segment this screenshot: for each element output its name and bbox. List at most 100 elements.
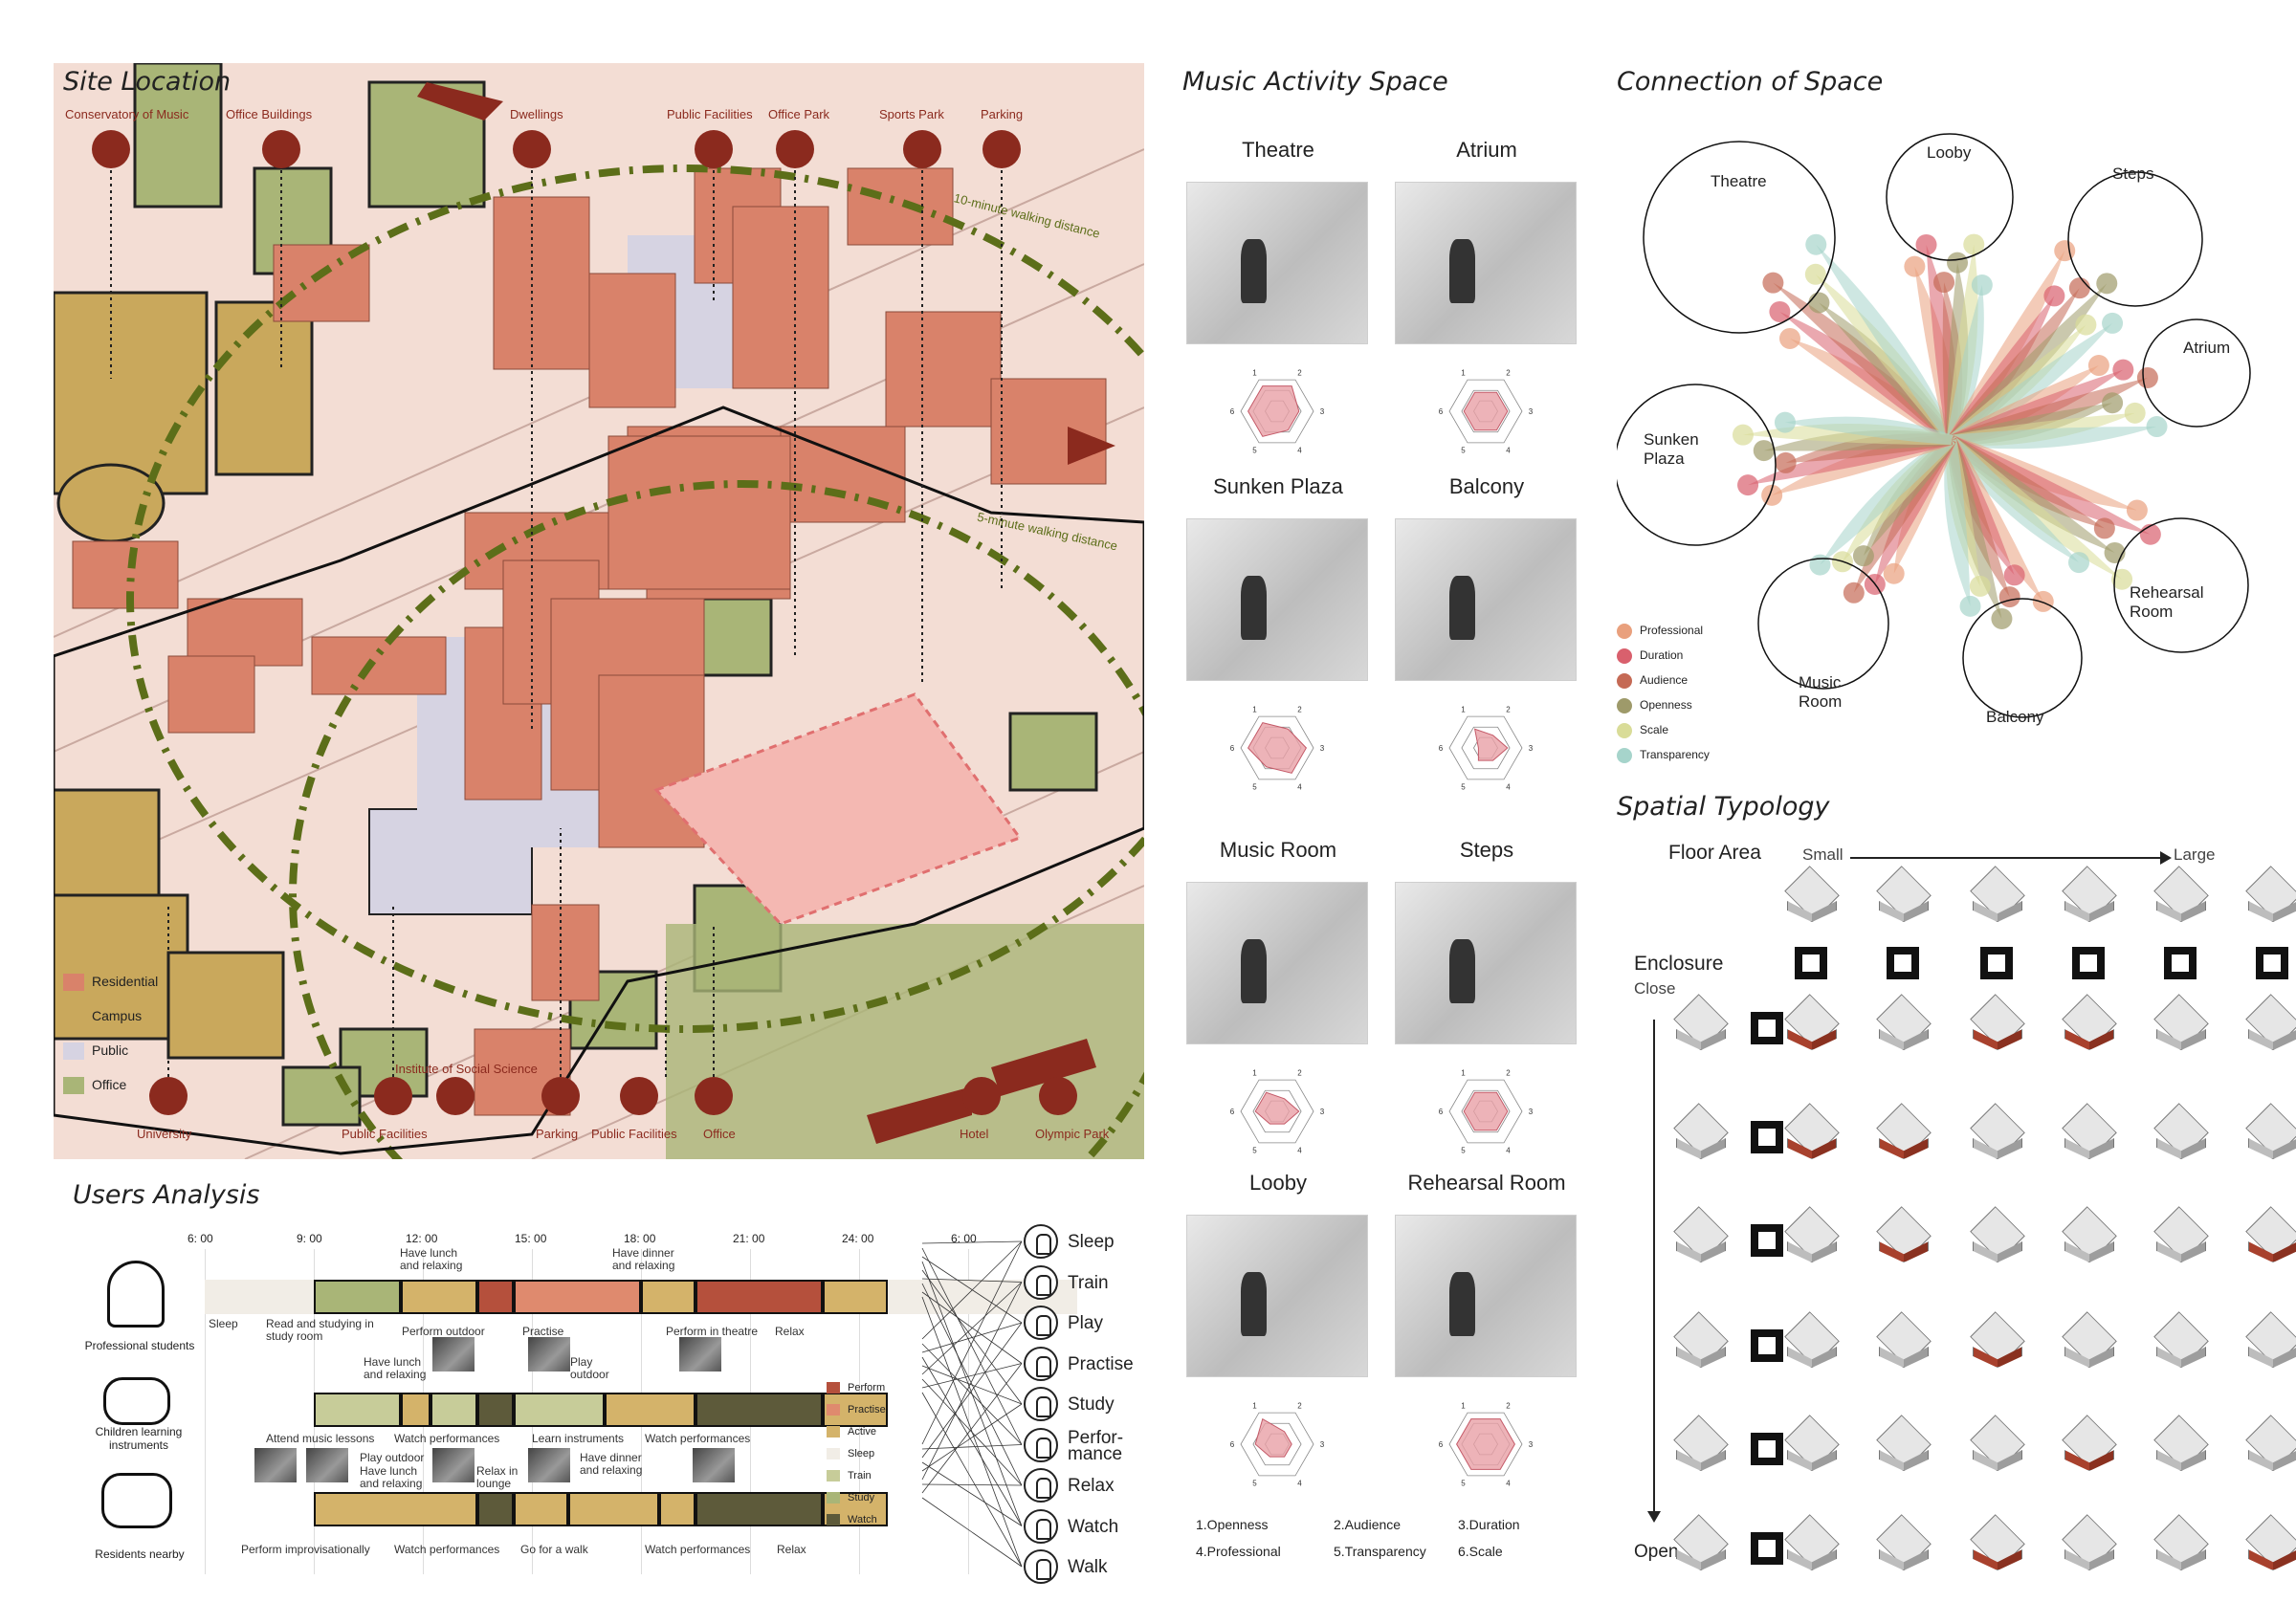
connection-petal-tip — [2093, 517, 2115, 539]
activity-link-line — [921, 1291, 1023, 1364]
site-label-conservatory: Conservatory of Music — [65, 107, 189, 121]
typology-cell — [2062, 1206, 2117, 1266]
typology-cell — [2245, 1103, 2296, 1163]
radar-legend-item: 6.Scale — [1458, 1544, 1503, 1559]
activity-links — [921, 1240, 1023, 1568]
timeline-activity-label: Practise — [522, 1325, 564, 1338]
typology-row-plan — [1751, 1121, 1783, 1153]
site-label-institute: Institute of Social Science — [395, 1062, 538, 1076]
site-label-olympic-park: Olympic Park — [1035, 1127, 1110, 1141]
radar-data-polygon — [1456, 1418, 1515, 1470]
connection-petal-tip — [1843, 582, 1865, 604]
space-title-balcony: Balcony — [1448, 474, 1525, 498]
radar-legend-item: 3.Duration — [1458, 1517, 1520, 1532]
site-label-university: University — [137, 1127, 192, 1141]
enclosure-arrow-head — [1647, 1511, 1661, 1523]
users-legend-practise: Practise — [827, 1399, 886, 1421]
typology-row-shape — [1673, 1311, 1729, 1372]
connection-petal-tip — [1753, 440, 1775, 462]
users-legend-perform: Perform — [827, 1377, 886, 1399]
activity-label: Relax — [1068, 1476, 1115, 1496]
timeline-bar-active — [659, 1492, 695, 1526]
timeline-photo — [693, 1448, 735, 1482]
connection-petal-tip — [1809, 554, 1831, 576]
timeline-bar-watch — [695, 1492, 823, 1526]
radar-axis-label: 2 — [1506, 1068, 1511, 1077]
radar-axis-label: 3 — [1529, 1108, 1534, 1116]
conn-legend-professional: Professional — [1617, 618, 1710, 643]
users-legend-watch: Watch — [827, 1509, 886, 1531]
connection-petal-tip — [1915, 233, 1937, 255]
radar-axis-label: 1 — [1461, 1068, 1466, 1077]
timeline-activity-label: Have lunch and relaxing — [360, 1464, 423, 1491]
node-steps: Steps — [2112, 165, 2154, 183]
spatial-typology-title: Spatial Typology — [1617, 792, 1830, 822]
timeline-activity-label: Have dinner and relaxing — [580, 1451, 643, 1478]
radar-grid-ring — [1448, 1412, 1523, 1477]
space-photo-looby — [1186, 1215, 1368, 1377]
node-balcony: Balcony — [1986, 708, 2044, 726]
time-tick-label: 6: 00 — [951, 1232, 977, 1245]
radar-axis-label: 4 — [1297, 1147, 1302, 1155]
radar-axis-label: 3 — [1529, 1440, 1534, 1449]
enclosure-arrow — [1653, 1020, 1655, 1517]
connection-petal-tip — [1808, 292, 1830, 314]
radar-legend-item: 1.Openness — [1196, 1517, 1269, 1532]
group-professional: Professional students — [84, 1339, 195, 1352]
radar-axis-label: 2 — [1297, 1401, 1302, 1410]
floor-area-label: Floor Area — [1668, 842, 1761, 864]
activity-icon — [1024, 1264, 1058, 1300]
timeline-bar-active — [641, 1280, 695, 1314]
radar-grid-ring — [1252, 1089, 1302, 1133]
timeline-photo — [432, 1448, 475, 1482]
timeline-bar-perform — [477, 1280, 514, 1314]
typology-cell — [1970, 1514, 2025, 1574]
radar-axis-label: 5 — [1461, 1147, 1466, 1155]
typology-row-shape — [1673, 1514, 1729, 1574]
typology-row-shape — [1673, 1103, 1729, 1163]
user-icon-residents — [101, 1473, 172, 1528]
timeline-bar-study — [314, 1280, 402, 1314]
time-tick-label: 6: 00 — [188, 1232, 213, 1245]
connection-petal-tip — [2111, 568, 2133, 590]
typology-row-plan — [1751, 1012, 1783, 1044]
radar-grid-ring — [1240, 715, 1314, 780]
timeline-activity-label: Learn instruments — [532, 1432, 625, 1445]
radar-axis-label: 6 — [1439, 407, 1444, 416]
timeline-activity-label: Watch performances — [645, 1543, 751, 1556]
site-label-public-facilities-top: Public Facilities — [667, 107, 753, 121]
radar-data-polygon — [1254, 1091, 1300, 1125]
activity-label: Practise — [1068, 1353, 1134, 1374]
activity-icon — [1024, 1508, 1058, 1544]
connection-petal-tip — [2102, 392, 2124, 414]
timeline-photo — [254, 1448, 297, 1482]
node-theatre: Theatre — [1711, 172, 1767, 190]
connection-petal-tip — [2087, 355, 2109, 377]
space-title-rehearsal-room: Rehearsal Room — [1407, 1171, 1566, 1195]
timeline-activity-label: Relax in lounge — [476, 1464, 519, 1491]
typology-cell — [2153, 1311, 2209, 1372]
timeline-bar-active — [605, 1393, 695, 1427]
radar-axis-label: 6 — [1439, 1440, 1444, 1449]
connection-petal-tip — [1852, 545, 1874, 567]
timeline-photo — [432, 1337, 475, 1372]
site-label-office-park: Office Park — [768, 107, 830, 121]
typology-cell — [2062, 1311, 2117, 1372]
connection-petal-tip — [2032, 590, 2054, 612]
connection-petal — [1951, 426, 2157, 450]
connection-petal-tip — [2112, 359, 2134, 381]
radar-axis-label: 5 — [1252, 1480, 1257, 1488]
timeline-activity-label: Have lunch and relaxing — [364, 1355, 427, 1382]
radar-axis-label: 3 — [1320, 1440, 1325, 1449]
typology-cell — [2153, 994, 2209, 1054]
time-tick-label: 24: 00 — [842, 1232, 874, 1245]
close-label: Close — [1634, 979, 1676, 998]
node-sunken-plaza: Sunken Plaza — [1644, 430, 1699, 468]
connection-petal-tip — [1732, 424, 1754, 446]
node-looby: Looby — [1927, 143, 1972, 162]
typology-cell — [1970, 1415, 2025, 1475]
radar-axis-label: 5 — [1252, 447, 1257, 455]
